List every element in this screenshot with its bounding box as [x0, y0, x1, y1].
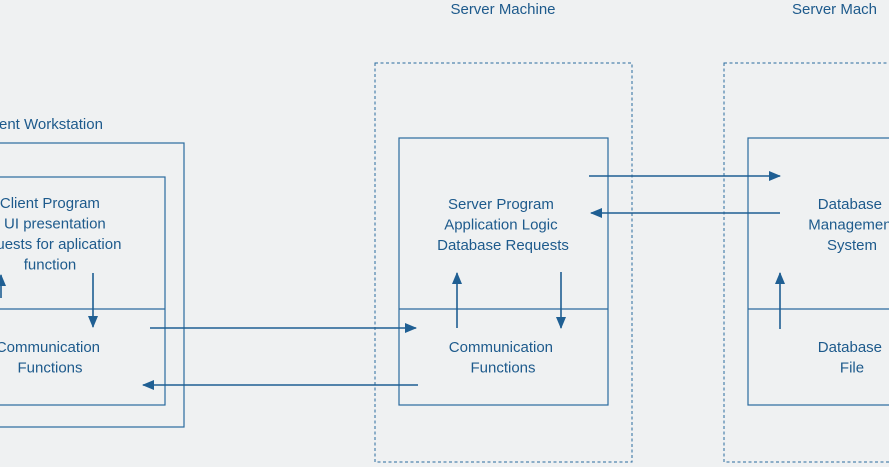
server-machine-label: Server Machine — [450, 1, 555, 18]
client-workstation-inner-box — [0, 176, 166, 406]
server-program-line-2: Application Logic — [444, 217, 558, 234]
database-inner-box — [747, 137, 889, 406]
client-comm-line-1: Communication — [0, 339, 100, 356]
dbms-line-3: System — [827, 237, 877, 254]
client-program-text: Client Program UI presentation uests for… — [0, 195, 126, 274]
database-file-line-2: File — [840, 360, 864, 377]
server-inner-box — [398, 137, 609, 406]
dbms-text: Database Managemen System — [808, 196, 889, 254]
dbms-line-1: Database — [818, 196, 882, 213]
client-program-line-2: UI presentation — [4, 216, 106, 233]
client-workstation-label: ent Workstation — [0, 116, 103, 133]
client-workstation-outer-box — [0, 142, 185, 428]
server-machine-label-2: Server Mach — [792, 1, 877, 18]
database-file-line-1: Database — [818, 339, 882, 356]
client-comm-text: Communication Functions — [0, 339, 104, 377]
server-comm-line-2: Functions — [470, 360, 535, 377]
server-program-line-1: Server Program — [448, 196, 554, 213]
server-program-text: Server Program Application Logic Databas… — [437, 196, 569, 254]
client-comm-line-2: Functions — [17, 360, 82, 377]
server-comm-text: Communication Functions — [449, 339, 557, 377]
database-file-text: Database File — [818, 339, 886, 377]
client-program-line-4: function — [24, 257, 77, 274]
server-comm-line-1: Communication — [449, 339, 553, 356]
server-machine-box — [374, 62, 633, 463]
client-program-line-1: Client Program — [0, 195, 100, 212]
server-program-line-3: Database Requests — [437, 237, 569, 254]
client-program-line-3: uests for aplication — [0, 236, 121, 253]
dbms-line-2: Managemen — [808, 217, 889, 234]
database-machine-box — [723, 62, 889, 463]
